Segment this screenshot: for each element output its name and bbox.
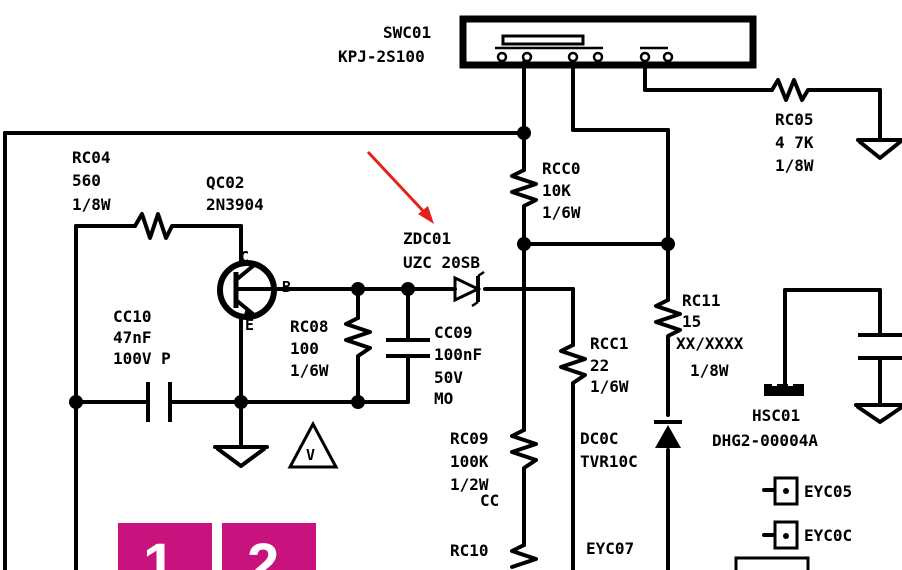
capacitor-right xyxy=(854,333,902,424)
zener-zdc01: ZDC01 UZC 20SB xyxy=(403,229,485,308)
eyc05-label: EYC05 xyxy=(804,482,852,501)
tvs-diode-dc0c: DC0C TVR10C xyxy=(580,420,682,471)
rc11-rating: 1/8W xyxy=(690,361,729,380)
zdc01-ref: ZDC01 xyxy=(403,229,451,248)
qc02-pin-c: C xyxy=(240,248,249,266)
cc09-note: MO xyxy=(434,389,453,408)
rc04-value: 560 xyxy=(72,171,101,190)
badge-2-label: 2 xyxy=(247,532,279,570)
cc09-rating: 50V xyxy=(434,368,463,387)
cc10-rating: 100V P xyxy=(113,349,171,368)
qc02-pin-e: E xyxy=(245,316,254,334)
rc09-note: CC xyxy=(480,491,499,510)
rc09-ref: RC09 xyxy=(450,429,489,448)
eyc07-label: EYC07 xyxy=(586,539,634,558)
rc08-ref: RC08 xyxy=(290,317,329,336)
qc02-part: 2N3904 xyxy=(206,195,264,214)
resistor-rcc0: RCC0 10K 1/6W xyxy=(510,159,581,222)
rc05-rating: 1/8W xyxy=(775,156,814,175)
transistor-qc02: C B E QC02 2N3904 xyxy=(206,173,291,334)
rc04-ref: RC04 xyxy=(72,148,111,167)
resistor-rc10: RC10 xyxy=(450,541,538,569)
resistor-rc09: RC09 100K 1/2W CC xyxy=(450,428,538,510)
rcc1-rating: 1/6W xyxy=(590,377,629,396)
zdc01-part: UZC 20SB xyxy=(403,253,480,272)
rcc0-ref: RCC0 xyxy=(542,159,581,178)
warning-symbol-text: V xyxy=(306,446,315,464)
cc09-value: 100nF xyxy=(434,345,482,364)
rc09-value: 100K xyxy=(450,452,489,471)
resistor-rc04: RC04 560 1/8W xyxy=(72,148,180,240)
rc09-rating: 1/2W xyxy=(450,475,489,494)
resistor-rcc1: RCC1 22 1/6W xyxy=(559,334,629,396)
resistor-rc11: RC11 15 XX/XXXX 1/8W xyxy=(654,291,744,380)
eyc0c-label: EYC0C xyxy=(804,526,852,545)
rcc0-rating: 1/6W xyxy=(542,203,581,222)
ground-symbol-left xyxy=(213,445,269,468)
rc04-rating: 1/8W xyxy=(72,195,111,214)
badge-1: 1 xyxy=(118,523,212,570)
switch-swc01: SWC01 KPJ-2S100 xyxy=(338,15,757,69)
hsc01-ref: HSC01 xyxy=(752,406,800,425)
capacitor-cc09: CC09 100nF 50V MO xyxy=(386,323,482,408)
rc05-ref: RC05 xyxy=(775,110,814,129)
rcc1-value: 22 xyxy=(590,356,609,375)
rc11-extra: XX/XXXX xyxy=(676,334,744,353)
cc09-ref: CC09 xyxy=(434,323,473,342)
rcc1-ref: RCC1 xyxy=(590,334,629,353)
capacitor-cc10: CC10 47nF 100V P xyxy=(113,307,172,422)
resistor-rc05: RC05 4 7K 1/8W xyxy=(770,78,814,175)
switch-part: KPJ-2S100 xyxy=(338,47,425,66)
switch-ref: SWC01 xyxy=(383,23,431,42)
rc11-value: 15 xyxy=(682,312,701,331)
badge-2: 2 xyxy=(222,523,316,570)
warning-triangle-icon: V xyxy=(287,420,339,469)
cc10-value: 47nF xyxy=(113,328,152,347)
resistor-rc08: RC08 100 1/6W xyxy=(290,316,372,380)
bottom-connector-outline xyxy=(734,556,810,570)
rcc0-value: 10K xyxy=(542,181,571,200)
rc11-ref: RC11 xyxy=(682,291,721,310)
red-arrow-annotation xyxy=(366,150,434,224)
dc0c-ref: DC0C xyxy=(580,429,619,448)
rc08-rating: 1/6W xyxy=(290,361,329,380)
junctions xyxy=(69,126,675,409)
connector-hsc01: HSC01 DHG2-00004A xyxy=(712,380,818,450)
eyelet-eyc05: EYC05 xyxy=(762,476,852,506)
rc08-value: 100 xyxy=(290,339,319,358)
rc05-value: 4 7K xyxy=(775,133,814,152)
dc0c-part: TVR10C xyxy=(580,452,638,471)
ground-symbol xyxy=(856,138,902,160)
badge-1-label: 1 xyxy=(143,532,175,570)
qc02-pin-b: B xyxy=(282,278,291,296)
hsc01-part: DHG2-00004A xyxy=(712,431,818,450)
eyelet-eyc0c: EYC0C xyxy=(762,520,852,550)
rc10-ref: RC10 xyxy=(450,541,489,560)
qc02-ref: QC02 xyxy=(206,173,245,192)
cc10-ref: CC10 xyxy=(113,307,152,326)
